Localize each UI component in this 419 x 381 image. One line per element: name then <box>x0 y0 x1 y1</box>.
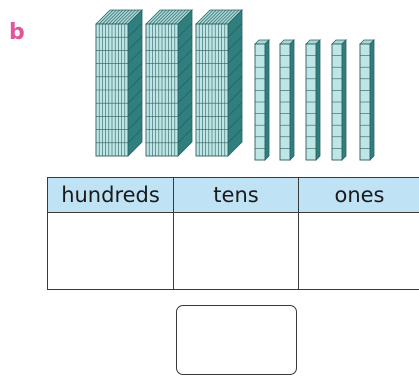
part-label: b <box>9 20 25 45</box>
ones-header: ones <box>298 177 419 213</box>
ten-rod-block <box>305 39 321 161</box>
ten-rod-block <box>279 39 295 161</box>
base-ten-blocks <box>95 9 375 161</box>
hundred-flat-block <box>145 9 193 157</box>
hundreds-header: hundreds <box>47 177 174 213</box>
tens-answer-cell[interactable] <box>173 212 299 290</box>
total-answer-box[interactable] <box>176 305 297 375</box>
ten-rod-block <box>359 39 375 161</box>
place-value-answer-row <box>47 212 419 290</box>
ten-rod-block <box>254 39 270 161</box>
hundred-flat-block <box>95 9 143 157</box>
ones-answer-cell[interactable] <box>298 212 419 290</box>
ten-rod-block <box>331 39 347 161</box>
place-value-header-row: hundreds tens ones <box>47 177 419 213</box>
tens-header: tens <box>173 177 299 213</box>
hundred-flat-block <box>195 9 243 157</box>
hundreds-answer-cell[interactable] <box>47 212 174 290</box>
place-value-table: hundreds tens ones <box>47 177 419 290</box>
